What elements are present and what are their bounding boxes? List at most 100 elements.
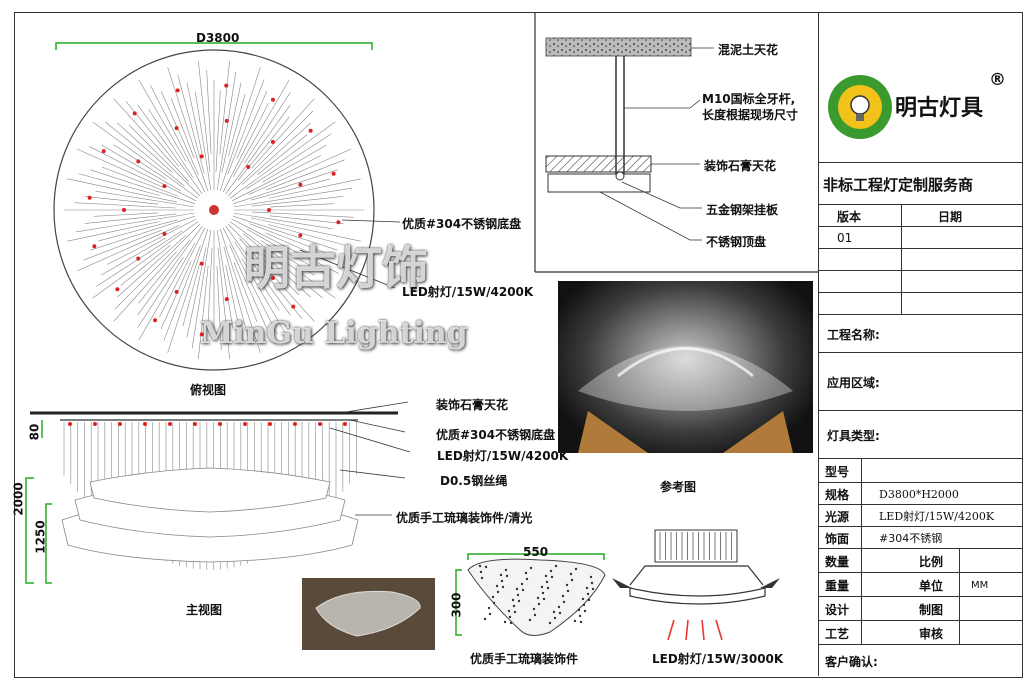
client-label: 客户确认: bbox=[825, 654, 878, 669]
plan-strand bbox=[98, 219, 178, 242]
plan-strand bbox=[269, 203, 334, 208]
elev-led-dot bbox=[293, 422, 297, 426]
gypsum-ceiling bbox=[545, 155, 652, 173]
light-row: 光源 LED射灯/15W/4200K bbox=[819, 504, 1022, 527]
glass-texture-dot bbox=[517, 599, 521, 603]
plan-strand bbox=[217, 247, 230, 360]
plan-strand bbox=[194, 91, 212, 191]
plan-strand bbox=[101, 144, 182, 192]
plan-strand bbox=[251, 217, 361, 242]
plan-strand bbox=[114, 223, 201, 310]
plan-strand bbox=[113, 251, 177, 322]
plan-strand bbox=[125, 101, 179, 167]
plan-strand bbox=[269, 215, 344, 224]
glass-texture-dot bbox=[548, 621, 552, 625]
finish-value: #304不锈钢 bbox=[879, 532, 943, 545]
plan-leader-led bbox=[299, 249, 396, 289]
steel-plate bbox=[547, 173, 651, 193]
elev-callout-gypsum: 装饰石膏天花 bbox=[436, 398, 509, 412]
glass-texture-dot bbox=[508, 615, 512, 619]
glass-texture-dot bbox=[511, 598, 515, 602]
detail-dim-550: 550 bbox=[523, 545, 549, 559]
finish-label: 饰面 bbox=[825, 531, 850, 546]
plan-strand bbox=[249, 223, 327, 254]
detail-dim-300: 300 bbox=[449, 592, 464, 618]
plan-strand bbox=[92, 221, 198, 299]
glass-texture-dot bbox=[495, 584, 499, 588]
plan-strand bbox=[257, 134, 308, 175]
plan-strand bbox=[206, 70, 212, 155]
plan-strand bbox=[84, 196, 159, 205]
plan-strand bbox=[163, 245, 201, 341]
elev-callout-glass: 优质手工琉璃装饰件/清光 bbox=[396, 511, 533, 525]
plan-led-dot bbox=[153, 318, 158, 323]
plan-strand bbox=[101, 237, 166, 276]
client-row: 客户确认: bbox=[819, 644, 1022, 677]
plan-led-dot bbox=[174, 289, 179, 294]
elevation-title: 主视图 bbox=[186, 603, 223, 617]
plan-led-dot bbox=[199, 261, 204, 266]
project-label: 工程名称: bbox=[827, 327, 880, 342]
plan-strand bbox=[84, 213, 177, 224]
plan-strand bbox=[246, 228, 327, 276]
glass-texture-dot bbox=[589, 575, 593, 579]
plan-strand bbox=[248, 148, 352, 195]
plan-led-dot bbox=[136, 256, 141, 261]
type-row: 灯具类型: bbox=[819, 410, 1022, 459]
glass-texture-dot bbox=[553, 616, 557, 620]
plan-led-dot bbox=[246, 251, 251, 256]
plan-strand bbox=[95, 190, 195, 208]
glass-texture-dot bbox=[483, 617, 487, 621]
glass-texture-dot bbox=[586, 592, 590, 596]
plan-led-dot bbox=[248, 327, 253, 332]
blank-row-3 bbox=[819, 292, 1022, 315]
plan-strand bbox=[241, 258, 290, 341]
plan-strand bbox=[170, 97, 195, 158]
glass-texture-dot bbox=[546, 586, 550, 590]
plan-strand bbox=[113, 144, 168, 180]
detail-title: 优质手工琉璃装饰件 bbox=[470, 652, 579, 666]
plan-strand bbox=[216, 265, 222, 350]
plan-strand bbox=[230, 121, 336, 199]
plan-strand bbox=[216, 229, 234, 329]
elev-led-dot bbox=[243, 422, 247, 426]
plan-led-dot bbox=[246, 164, 251, 169]
glass-texture-dot bbox=[570, 578, 574, 582]
qty-row: 数量 比例 bbox=[819, 548, 1022, 573]
plan-led-dot bbox=[175, 88, 180, 93]
plan-strand bbox=[207, 247, 213, 330]
review-label: 审核 bbox=[919, 626, 944, 641]
plan-strand bbox=[167, 228, 209, 353]
finish-row: 饰面 #304不锈钢 bbox=[819, 526, 1022, 549]
plan-strand bbox=[221, 82, 242, 173]
plan-strand bbox=[231, 155, 322, 202]
plan-strand bbox=[223, 246, 251, 346]
plan-led-dot bbox=[298, 182, 303, 187]
plan-led-dot bbox=[336, 220, 341, 225]
plan-led-dot bbox=[132, 111, 137, 116]
plan-strand bbox=[90, 215, 196, 251]
glass-texture-dot bbox=[569, 572, 573, 576]
plan-strand bbox=[219, 67, 261, 192]
plan-strand bbox=[89, 146, 197, 202]
watermark-en: MinGu Lighting bbox=[200, 316, 468, 351]
plan-strand bbox=[227, 110, 314, 197]
plan-strand bbox=[113, 98, 189, 182]
elevation-view bbox=[25, 401, 411, 584]
elev-led-dot bbox=[193, 422, 197, 426]
section-gypsum-label: 装饰石膏天花 bbox=[704, 159, 777, 173]
elev-led-dot bbox=[268, 422, 272, 426]
plan-strand bbox=[225, 104, 291, 194]
glass-texture-dot bbox=[552, 610, 556, 614]
plan-strand bbox=[150, 85, 206, 193]
spotlight-label: LED射灯/15W/3000K bbox=[652, 652, 784, 666]
plan-strand bbox=[76, 225, 180, 272]
plan-strand bbox=[228, 94, 246, 156]
plan-strand bbox=[239, 238, 315, 322]
glass-texture-dot bbox=[573, 619, 577, 623]
plan-strand bbox=[137, 256, 184, 328]
section-concrete-label: 混泥土天花 bbox=[718, 43, 779, 57]
model-row: 型号 bbox=[819, 458, 1022, 483]
plan-led-dot bbox=[136, 159, 141, 164]
